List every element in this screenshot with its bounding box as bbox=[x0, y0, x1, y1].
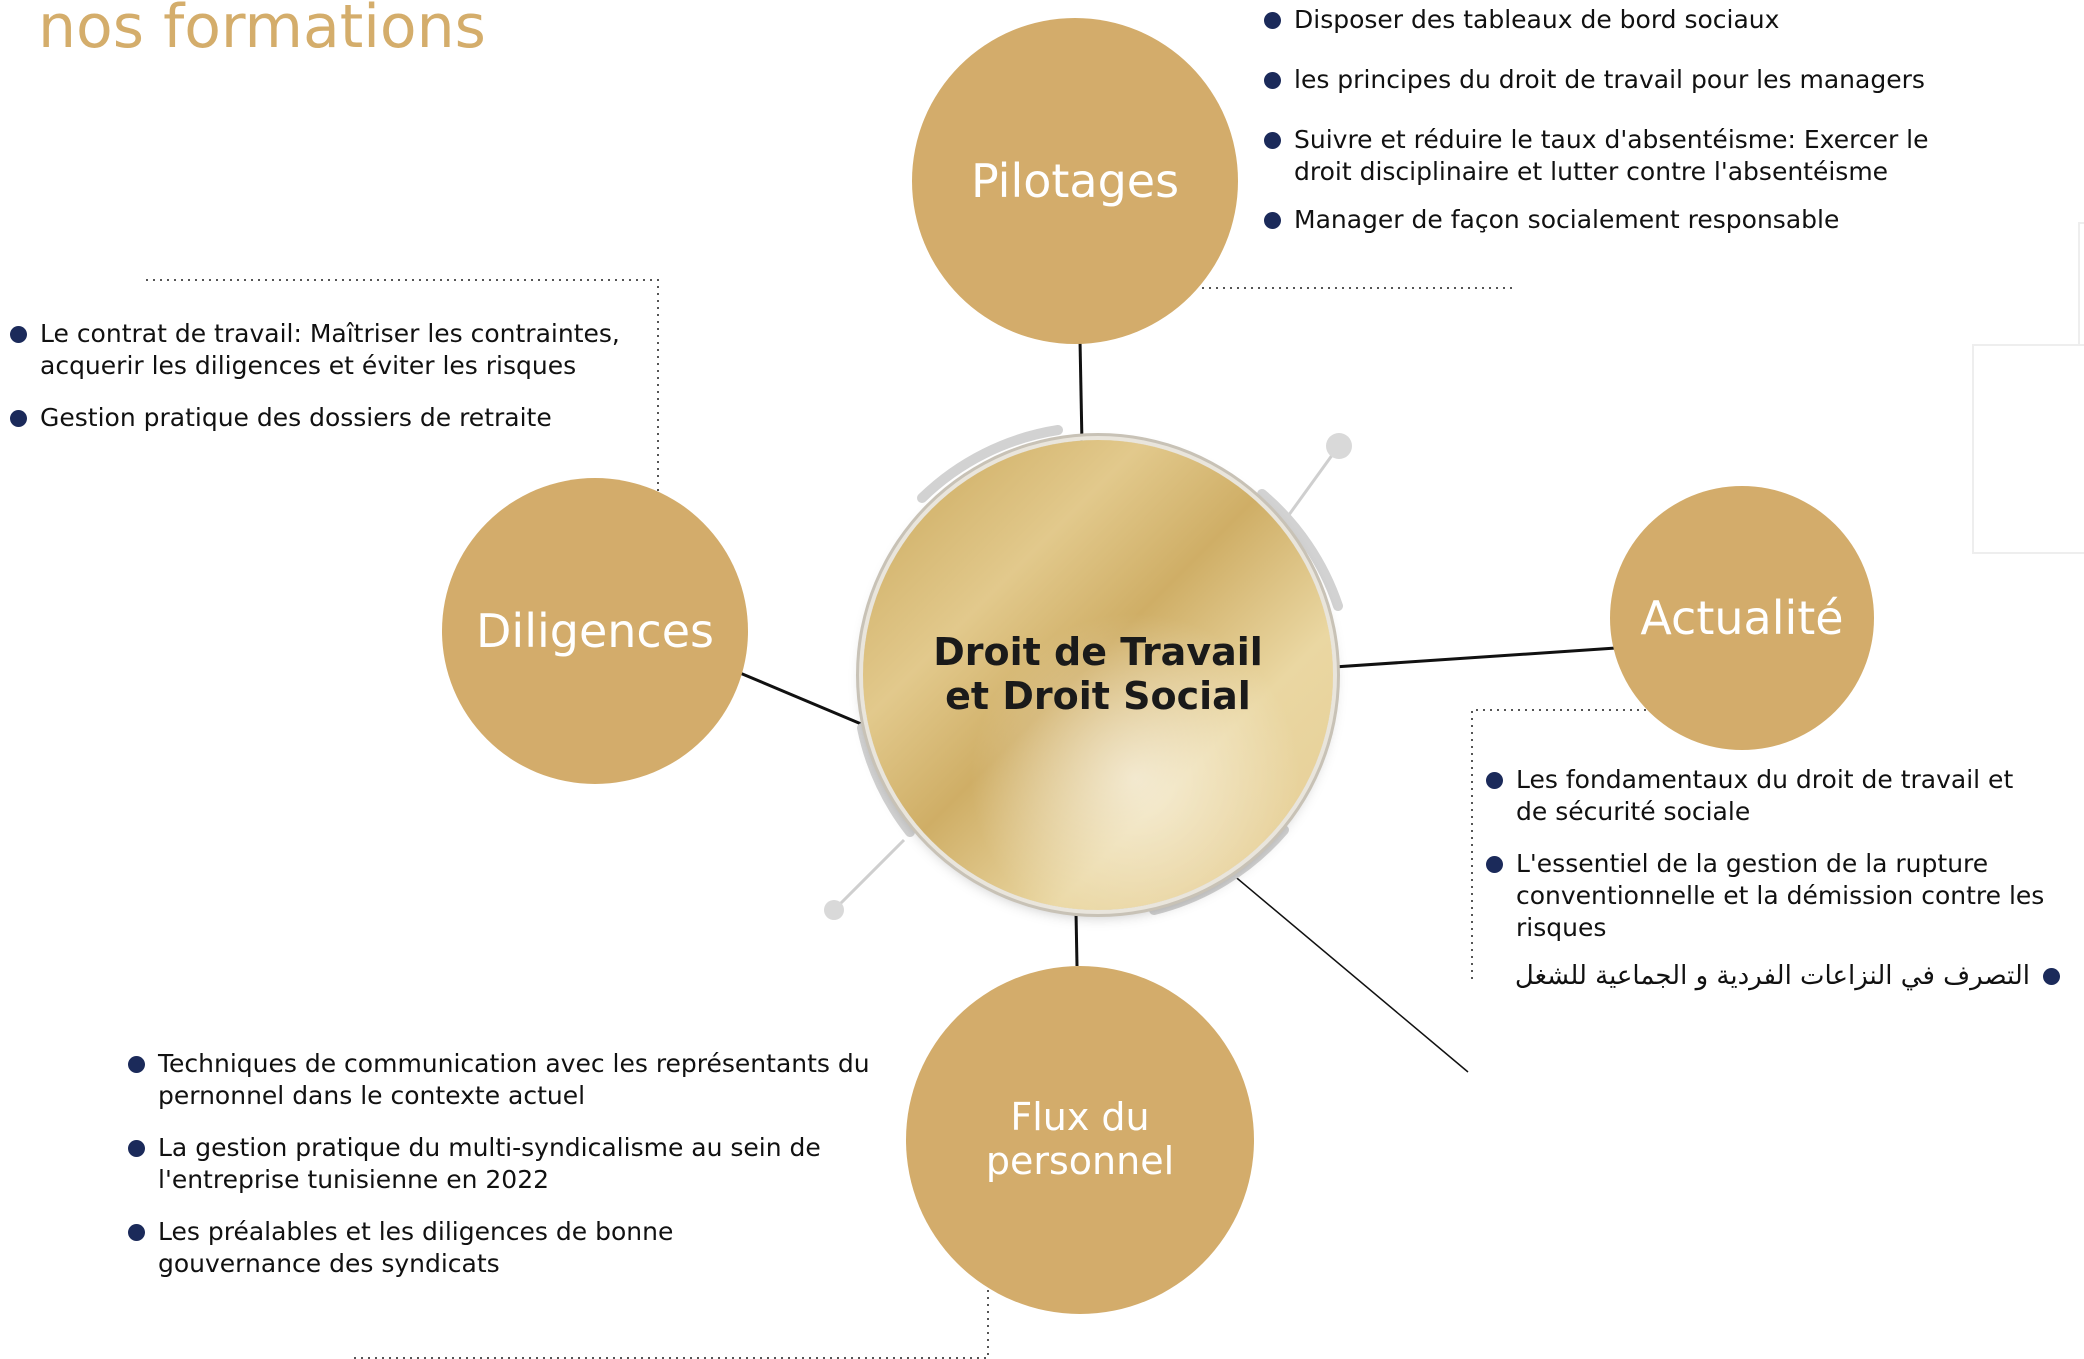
list-item: La gestion pratique du multi-syndicalism… bbox=[128, 1132, 908, 1196]
connector-extra bbox=[1231, 873, 1469, 1073]
hub-arc-right bbox=[1257, 489, 1343, 611]
list-item: Suivre et réduire le taux d'absentéisme:… bbox=[1264, 124, 1984, 188]
list-flux-du-personnel: Techniques de communication avec les rep… bbox=[128, 1048, 908, 1300]
bullet-icon bbox=[128, 1224, 145, 1241]
accent-line-bottom-left bbox=[834, 838, 906, 910]
node-flux-line2: personnel bbox=[985, 1139, 1175, 1183]
bullet-icon bbox=[1264, 212, 1281, 229]
node-flux-line1: Flux du bbox=[1010, 1095, 1150, 1140]
node-flux-du-personnel: Flux du personnel bbox=[906, 966, 1254, 1314]
bullet-icon bbox=[1264, 132, 1281, 149]
list-item: Les préalables et les diligences de bonn… bbox=[128, 1216, 778, 1280]
bullet-icon bbox=[128, 1056, 145, 1073]
bullet-icon bbox=[2043, 968, 2060, 985]
bullet-icon bbox=[1486, 856, 1503, 873]
hub-arc-left bbox=[857, 723, 915, 837]
dotted-guide-flux bbox=[352, 1290, 989, 1359]
list-item: les principes du droit de travail pour l… bbox=[1264, 64, 1984, 96]
bullet-icon bbox=[128, 1140, 145, 1157]
bullet-icon bbox=[10, 326, 27, 343]
list-pilotages: Disposer des tableaux de bord sociaux le… bbox=[1264, 4, 1984, 256]
list-actualite: Les fondamentaux du droit de travail et … bbox=[1486, 764, 2046, 964]
list-diligences: Le contrat de travail: Maîtriser les con… bbox=[10, 318, 660, 454]
list-item: L'essentiel de la gestion de la rupture … bbox=[1486, 848, 2046, 944]
dotted-guide-actualite bbox=[1471, 709, 1646, 980]
node-pilotages-label: Pilotages bbox=[970, 153, 1180, 208]
hub-title-line2: et Droit Social bbox=[945, 674, 1251, 718]
hub-title-line1: Droit de Travail bbox=[933, 630, 1263, 675]
hub-droit-travail: Droit de Travail et Droit Social bbox=[863, 440, 1333, 910]
list-item-arabic: التصرف في النزاعات الفردية و الجماعية لل… bbox=[1480, 960, 2060, 992]
hub-arc-top bbox=[917, 425, 1063, 503]
node-actualite-label: Actualité bbox=[1640, 590, 1844, 645]
decorative-box-bottom bbox=[1972, 344, 2084, 554]
page-title: nos formations bbox=[38, 0, 486, 62]
list-item: Gestion pratique des dossiers de retrait… bbox=[10, 402, 660, 434]
list-item: Les fondamentaux du droit de travail et … bbox=[1486, 764, 2046, 828]
accent-knob-bottom-left bbox=[824, 900, 844, 920]
node-diligences: Diligences bbox=[442, 478, 748, 784]
hub-arc-bottom bbox=[1149, 825, 1289, 915]
connector-flux bbox=[1074, 911, 1079, 967]
list-item: Techniques de communication avec les rep… bbox=[128, 1048, 908, 1112]
list-item: Manager de façon socialement responsable bbox=[1264, 204, 1984, 236]
bullet-icon bbox=[1264, 72, 1281, 89]
connector-diligences bbox=[739, 671, 867, 728]
list-item: Le contrat de travail: Maîtriser les con… bbox=[10, 318, 660, 382]
node-diligences-label: Diligences bbox=[476, 603, 714, 658]
accent-knob-top-right bbox=[1326, 433, 1352, 459]
list-actualite-arabic: التصرف في النزاعات الفردية و الجماعية لل… bbox=[1480, 960, 2060, 1012]
bullet-icon bbox=[10, 410, 27, 427]
node-pilotages: Pilotages bbox=[912, 18, 1238, 344]
list-item: Disposer des tableaux de bord sociaux bbox=[1264, 4, 1984, 36]
bullet-icon bbox=[1264, 12, 1281, 29]
dotted-guide-diligences bbox=[146, 279, 659, 492]
bullet-icon bbox=[1486, 772, 1503, 789]
node-actualite: Actualité bbox=[1610, 486, 1874, 750]
connector-pilotages bbox=[1078, 339, 1084, 445]
connector-actualite bbox=[1333, 646, 1617, 669]
